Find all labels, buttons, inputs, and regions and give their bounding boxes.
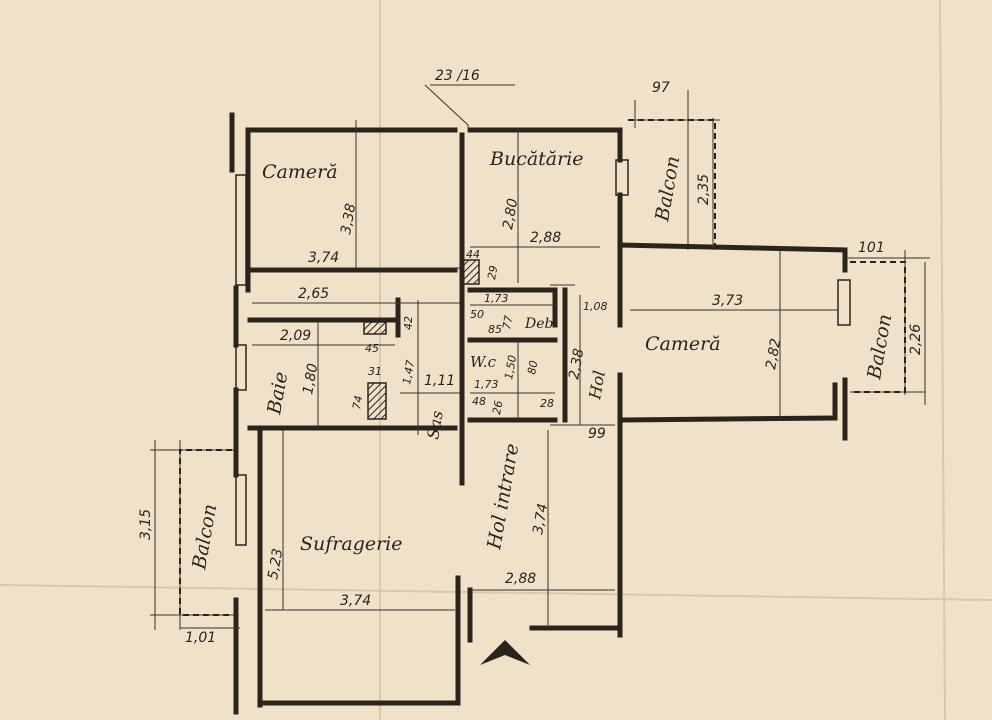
entrance-arrow-icon	[480, 640, 530, 665]
dim-1-47: 1,47	[400, 359, 417, 385]
room-label-hol-intrare: Hol intrare	[483, 442, 523, 552]
window-left-bath	[235, 344, 247, 391]
room-label-hol: Hol	[585, 369, 609, 402]
room-label-balcon-right: Balcon	[863, 312, 896, 381]
dim-1-73b: 1,73	[474, 378, 499, 391]
dim-26: 26	[490, 399, 505, 415]
dim-3-15: 3,15	[138, 509, 154, 540]
room-label-camera-right: Cameră	[645, 333, 721, 355]
dim-45: 45	[365, 342, 379, 355]
dim-29: 29	[485, 264, 500, 280]
room-label-sufragerie: Sufragerie	[300, 533, 403, 555]
dim-3-38: 3,38	[338, 202, 359, 236]
room-label-balcon-kitchen: Balcon	[651, 154, 684, 223]
room-label-wc: W.c	[470, 353, 497, 371]
dim-50: 50	[470, 308, 484, 321]
balcony-outlines	[179, 119, 906, 616]
shaft-wc	[367, 382, 387, 420]
shaft-kitchen	[462, 259, 480, 285]
room-label-baie: Baie	[263, 370, 292, 417]
dim-23-16: 23 /16	[435, 68, 480, 84]
dim-3-74-top: 3,74	[308, 250, 339, 266]
dim-2-26: 2,26	[908, 324, 924, 355]
dim-44: 44	[466, 248, 480, 261]
dim-1-50: 1,50	[502, 354, 519, 380]
room-label-sas: Sas	[423, 409, 447, 441]
dimension-lines	[150, 84, 930, 630]
dim-1-80: 1,80	[300, 362, 321, 396]
dim-3-74-hol: 3,74	[530, 502, 551, 535]
dim-85: 85	[488, 323, 502, 336]
dim-5-23: 5,23	[265, 547, 286, 580]
dim-2-09: 2,09	[280, 328, 311, 344]
shaft-bath	[363, 321, 387, 335]
dim-2-80: 2,80	[500, 197, 521, 231]
dim-101: 101	[858, 240, 885, 256]
dim-1-01-low: 1,01	[185, 630, 216, 646]
window-right-room	[837, 279, 851, 326]
dim-80: 80	[525, 359, 540, 375]
dim-1-08: 1,08	[583, 300, 608, 313]
dim-2-38: 2,38	[566, 347, 587, 381]
dim-48: 48	[472, 395, 486, 408]
window-left-living	[235, 474, 247, 546]
dim-28: 28	[540, 397, 554, 410]
room-label-bucatarie: Bucătărie	[489, 148, 584, 170]
dim-2-82: 2,82	[763, 337, 784, 371]
window-kitchen	[615, 159, 629, 196]
dim-42: 42	[402, 316, 415, 330]
room-label-balcon-left: Balcon	[188, 502, 221, 571]
room-label-camera-left: Cameră	[262, 161, 338, 183]
dim-74: 74	[350, 394, 365, 410]
room-label-deb: Deb	[524, 316, 554, 332]
dim-2-88-top: 2,88	[530, 230, 561, 246]
dim-97: 97	[652, 80, 670, 96]
dim-2-65: 2,65	[298, 286, 329, 302]
dim-3-73: 3,73	[712, 293, 743, 309]
dim-77: 77	[500, 314, 515, 330]
dim-99: 99	[588, 426, 606, 442]
window-left-top	[235, 174, 247, 286]
dim-1-11: 1,11	[424, 373, 455, 389]
dim-31: 31	[368, 365, 382, 378]
dim-3-74-low: 3,74	[340, 593, 371, 609]
walls	[229, 112, 851, 715]
dim-2-35: 2,35	[696, 174, 712, 205]
dim-1-73: 1,73	[484, 292, 509, 305]
dim-2-88-low: 2,88	[505, 571, 536, 587]
